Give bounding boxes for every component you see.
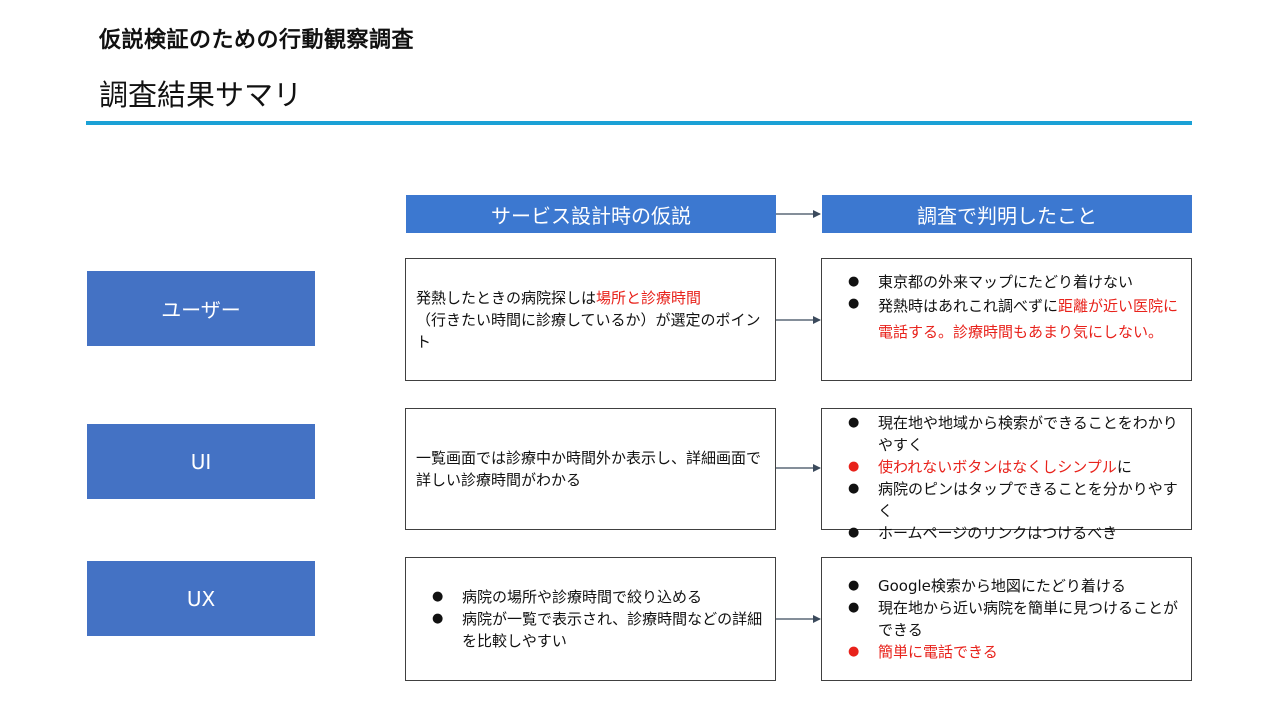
- ux-hypothesis-list: 病院の場所や診療時間で絞り込める 病院が一覧で表示され、診療時間などの詳細を比較…: [406, 586, 775, 652]
- user-findings-list: 東京都の外来マップにたどり着けない 発熱時はあれこれ調べずに距離が近い医院に電話…: [822, 271, 1191, 345]
- user-hypothesis-box: 発熱したときの病院探しは場所と診療時間 （行きたい時間に診療しているか）が選定の…: [405, 258, 776, 381]
- list-item: 病院の場所や診療時間で絞り込める: [406, 586, 775, 608]
- ux-findings-list: Google検索から地図にたどり着ける 現在地から近い病院を簡単に見つけることが…: [822, 575, 1191, 663]
- user-findings-box: 東京都の外来マップにたどり着けない 発熱時はあれこれ調べずに距離が近い医院に電話…: [821, 258, 1192, 381]
- list-item: ホームページのリンクはつけるべき: [822, 522, 1191, 544]
- list-item: 病院が一覧で表示され、診療時間などの詳細を比較しやすい: [406, 608, 775, 652]
- ux-findings-box: Google検索から地図にたどり着ける 現在地から近い病院を簡単に見つけることが…: [821, 557, 1192, 681]
- title-divider: [86, 121, 1192, 125]
- list-item: 発熱時はあれこれ調べずに距離が近い医院に電話する。診療時間もあまり気にしない。: [822, 293, 1191, 345]
- ui-findings-box: 現在地や地域から検索ができることをわかりやすく 使われないボタンはなくしシンプル…: [821, 408, 1192, 544]
- user-hypothesis-highlight: 場所と診療時間: [596, 288, 702, 307]
- page-subtitle: 調査結果サマリ: [99, 78, 303, 112]
- list-item: 東京都の外来マップにたどり着けない: [822, 271, 1191, 293]
- list-item: 現在地や地域から検索ができることをわかりやすく: [822, 412, 1191, 456]
- list-item: 簡単に電話できる: [822, 641, 1191, 663]
- user-hypothesis-part2: （行きたい時間に診療しているか）が選定のポイント: [416, 310, 761, 351]
- ux-hypothesis-box: 病院の場所や診療時間で絞り込める 病院が一覧で表示され、診療時間などの詳細を比較…: [405, 557, 776, 681]
- list-item: 使われないボタンはなくしシンプルに: [822, 456, 1191, 478]
- ui-findings-list: 現在地や地域から検索ができることをわかりやすく 使われないボタンはなくしシンプル…: [822, 412, 1191, 544]
- list-item: 現在地から近い病院を簡単に見つけることができる: [822, 597, 1191, 641]
- ui-hypothesis-text: 一覧画面では診療中か時間外か表示し、詳細画面で詳しい診療時間がわかる: [416, 449, 762, 489]
- findings-column-header: 調査で判明したこと: [822, 195, 1192, 233]
- row-label-ux: UX: [87, 561, 315, 636]
- user-hypothesis-part1: 発熱したときの病院探しは: [416, 288, 597, 307]
- list-item: 病院のピンはタップできることを分かりやすく: [822, 478, 1191, 522]
- row-label-user: ユーザー: [87, 271, 315, 346]
- list-item: Google検索から地図にたどり着ける: [822, 575, 1191, 597]
- page-title: 仮説検証のための行動観察調査: [99, 28, 415, 53]
- ui-hypothesis-box: 一覧画面では診療中か時間外か表示し、詳細画面で詳しい診療時間がわかる: [405, 408, 776, 530]
- hypothesis-column-header: サービス設計時の仮説: [406, 195, 776, 233]
- user-hypothesis-text: 発熱したときの病院探しは場所と診療時間 （行きたい時間に診療しているか）が選定の…: [406, 287, 775, 353]
- row-label-ui: UI: [87, 424, 315, 499]
